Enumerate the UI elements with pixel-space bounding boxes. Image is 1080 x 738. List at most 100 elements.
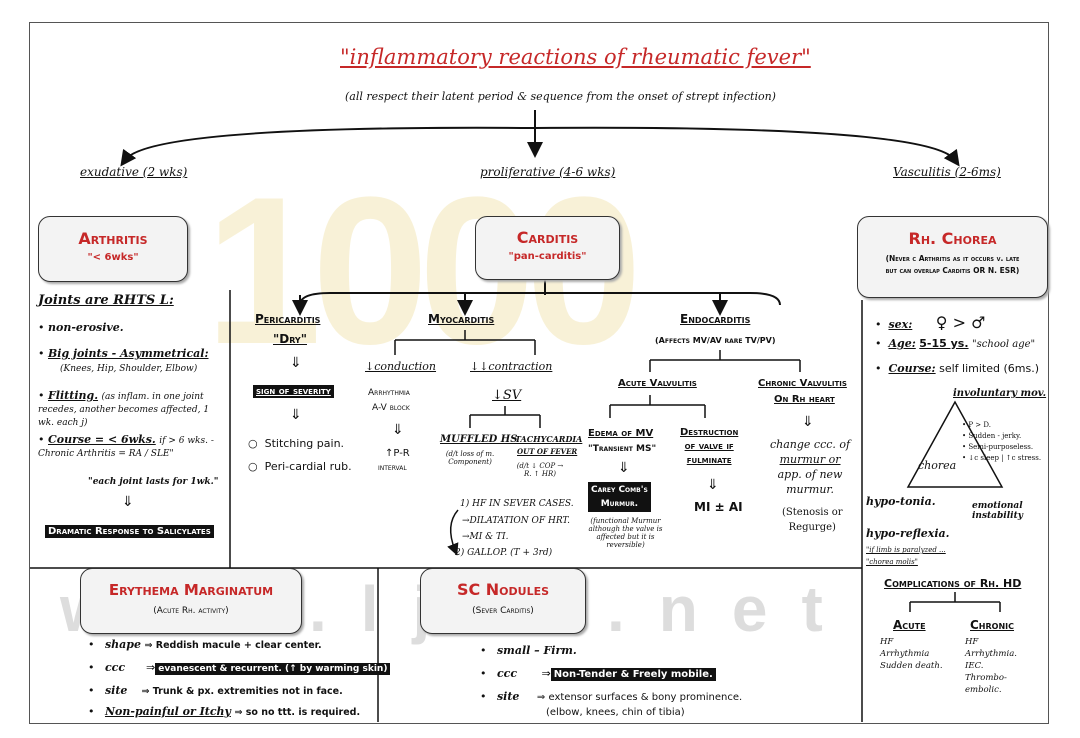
complications-chronic-item: HF [965,637,979,647]
complications-acute-item: Sudden death. [880,661,943,671]
chorea-course-value: self limited (6ms.) [939,362,1040,375]
arthritis-title: Arthritis [78,229,148,248]
diagram-frame [29,22,1049,724]
endocarditis-destruction: Destruction of valve if fulminate [680,426,738,468]
nodules-site-label: site [496,690,520,703]
arthritis-heading: Joints are RHTS L: [38,293,174,308]
page-title: "inflammatory reactions of rheumatic fev… [340,45,811,69]
endocarditis-chronic: Chronic Valvulitis [758,378,847,389]
pericarditis-arrow-1: ⇓ [290,355,302,371]
arthritis-b3: Flitting. [48,389,99,402]
endocarditis-change: change ccc. of murmur or app. of new mur… [770,437,850,497]
complications-acute-item: HF [880,637,894,647]
erythema-title: Erythema Marginatum [108,581,274,599]
myocarditis-tachy-sub: OUT OF FEVER [517,447,578,456]
nodules-box: SC Nodules (Sever Carditis) [420,568,586,634]
complications-acute-list: HF Arrhythmia Sudden death. [880,636,943,672]
myocarditis-title: Myocarditis [428,312,495,326]
chorea-limb-note-1: "if limb is paralyzed ... [866,546,946,554]
complications-chronic-item: embolic. [965,685,1002,695]
complications-chronic-item: IEC. [965,661,984,671]
myocarditis-pr: ↑P-R [385,448,410,459]
complications-chronic-item: Thrombo- [965,673,1007,683]
pericarditis-sign: sign of severity [253,385,334,398]
arthritis-bullet-4: • Course = < 6wks. if > 6 wks. - Chronic… [38,433,214,459]
myocarditis-gallop: 2) GALLOP. (T + 3rd) [455,548,553,558]
endocarditis-title: Endocarditis [680,312,751,326]
nodules-ccc-value: Non-Tender & Freely mobile. [550,668,716,681]
endocarditis-destruction-3: fulminate [686,455,732,466]
arthritis-b3-note: (as inflam. in one joint recedes, anothe… [38,392,210,428]
chorea-sex: • sex: ♀ > ♂ [875,313,986,332]
endocarditis-destruction-2: of valve if [684,441,734,452]
branch-vasculitis: Vasculitis (2-6ms) [893,165,1001,179]
endocarditis-change-4: murmur. [786,483,834,496]
branch-proliferative: proliferative (4-6 wks) [480,165,616,179]
myocarditis-conduction: ↓conduction [365,360,437,373]
complications-title: Complications of Rh. HD [884,577,1022,590]
erythema-site-label: site [104,684,128,697]
chorea-traits: • P > D. • Sudden - jerky. • Semi-purpos… [962,421,1042,462]
complications-acute: Acute [893,618,926,632]
nodules-ccc-label: ccc [496,667,518,680]
chorea-age-label: Age: [888,337,916,350]
pericarditis-arrow-2: ⇓ [290,407,302,423]
pericarditis-dry: "Dry" [273,332,307,346]
myocarditis-muffled: MUFFLED HS [440,434,518,445]
complications-chronic-list: HF Arrhythmia. IEC. Thrombo- embolic. [965,636,1017,696]
endocarditis-carey-2: Murmur. [600,499,639,509]
nodules-title: SC Nodules [456,580,550,599]
endocarditis-stenosis-1: (Stenosis or [782,507,843,518]
myocarditis-hf: 1) HF IN SEVER CASES. [460,499,574,509]
endocarditis-acute: Acute Valvulitis [618,378,697,389]
myocarditis-dilatation: →DILATATION OF HRT. [462,516,570,526]
erythema-ccc: • ccc ⇒evanescent & recurrent. (↑ by war… [88,661,391,675]
chorea-trait-3: Semi-purposeless. [968,443,1034,451]
carditis-title: Carditis [516,228,579,247]
chorea-course-label: Course: [888,362,936,375]
endocarditis-stenosis-2: Regurge) [788,522,836,533]
endocarditis-transient: "Transient MS" [588,444,657,454]
erythema-np-value: ⇒ so no ttt. is required. [234,707,361,718]
endocarditis-carey-1: Carey Comb's [591,485,648,495]
chorea-age: • Age: 5-15 ys. "school age" [875,337,1036,350]
chorea-box: Rh. Chorea (Never c Arthritis as it occu… [857,216,1048,298]
chorea-hyporeflexia: hypo-reflexia. [866,527,950,540]
arthritis-bullet-3: • Flitting. (as inflam. in one joint rec… [38,389,210,428]
chorea-trait-4: ↓c sleep | ↑c stress. [968,454,1042,462]
chorea-triangle-label: chorea [918,459,957,472]
arthritis-quote: "each joint lasts for 1wk." [88,477,219,487]
chorea-trait-1: P > D. [968,421,991,429]
myocarditis-tachy-note: (d/t ↓ COP → R. ↑ HR) [516,462,564,478]
myocarditis-contraction: ↓↓contraction [470,360,553,373]
myocarditis-tachy: TACHYCARDIA [515,434,583,444]
complications-chronic-item: Arrhythmia. [965,649,1017,659]
myocarditis-avblock: A-V block [372,403,410,413]
myocarditis-arrhythmia: Arrhythmia [368,388,410,398]
chorea-involuntary: involuntary mov. [953,388,1047,399]
arthritis-response: Dramatic Response to Salicylates [45,525,214,538]
myocarditis-mi-ti: →MI & TI. [462,532,509,542]
myocarditis-interval: interval [378,463,407,472]
carditis-sub: "pan-carditis" [508,251,587,262]
erythema-np-label: Non-painful or Itchy [104,705,231,718]
arthritis-sub: "< 6wks" [87,252,139,263]
pericarditis-title: Pericarditis [255,312,321,326]
nodules-b1: small – Firm. [496,644,577,657]
nodules-site: • site ⇒ extensor surfaces & bony promin… [480,690,743,703]
erythema-ccc-label: ccc [104,661,126,674]
erythema-shape: • shape ⇒ Reddish macule + clear center. [88,638,322,651]
endocarditis-arrow-2: ⇓ [707,477,719,493]
arthritis-b4: Course = < 6wks. [48,433,156,446]
chorea-emotional: emotional instability [972,501,1023,521]
arthritis-bullet-1: • non-erosive. [38,321,124,334]
chorea-sex-label: sex: [888,318,913,331]
chorea-age-note: "school age" [972,339,1036,350]
endocarditis-arrow-1: ⇓ [618,460,630,476]
carditis-box: Carditis "pan-carditis" [475,216,620,280]
endocarditis-affects: (Affects MV/AV rare TV/PV) [655,336,776,345]
arthritis-b1: non-erosive. [48,321,124,334]
arthritis-b2: Big joints - Asymmetrical: [48,347,209,360]
arthritis-b2-note: (Knees, Hip, Shoulder, Elbow) [60,364,198,374]
arthritis-bullet-2: • Big joints - Asymmetrical: [38,347,209,360]
